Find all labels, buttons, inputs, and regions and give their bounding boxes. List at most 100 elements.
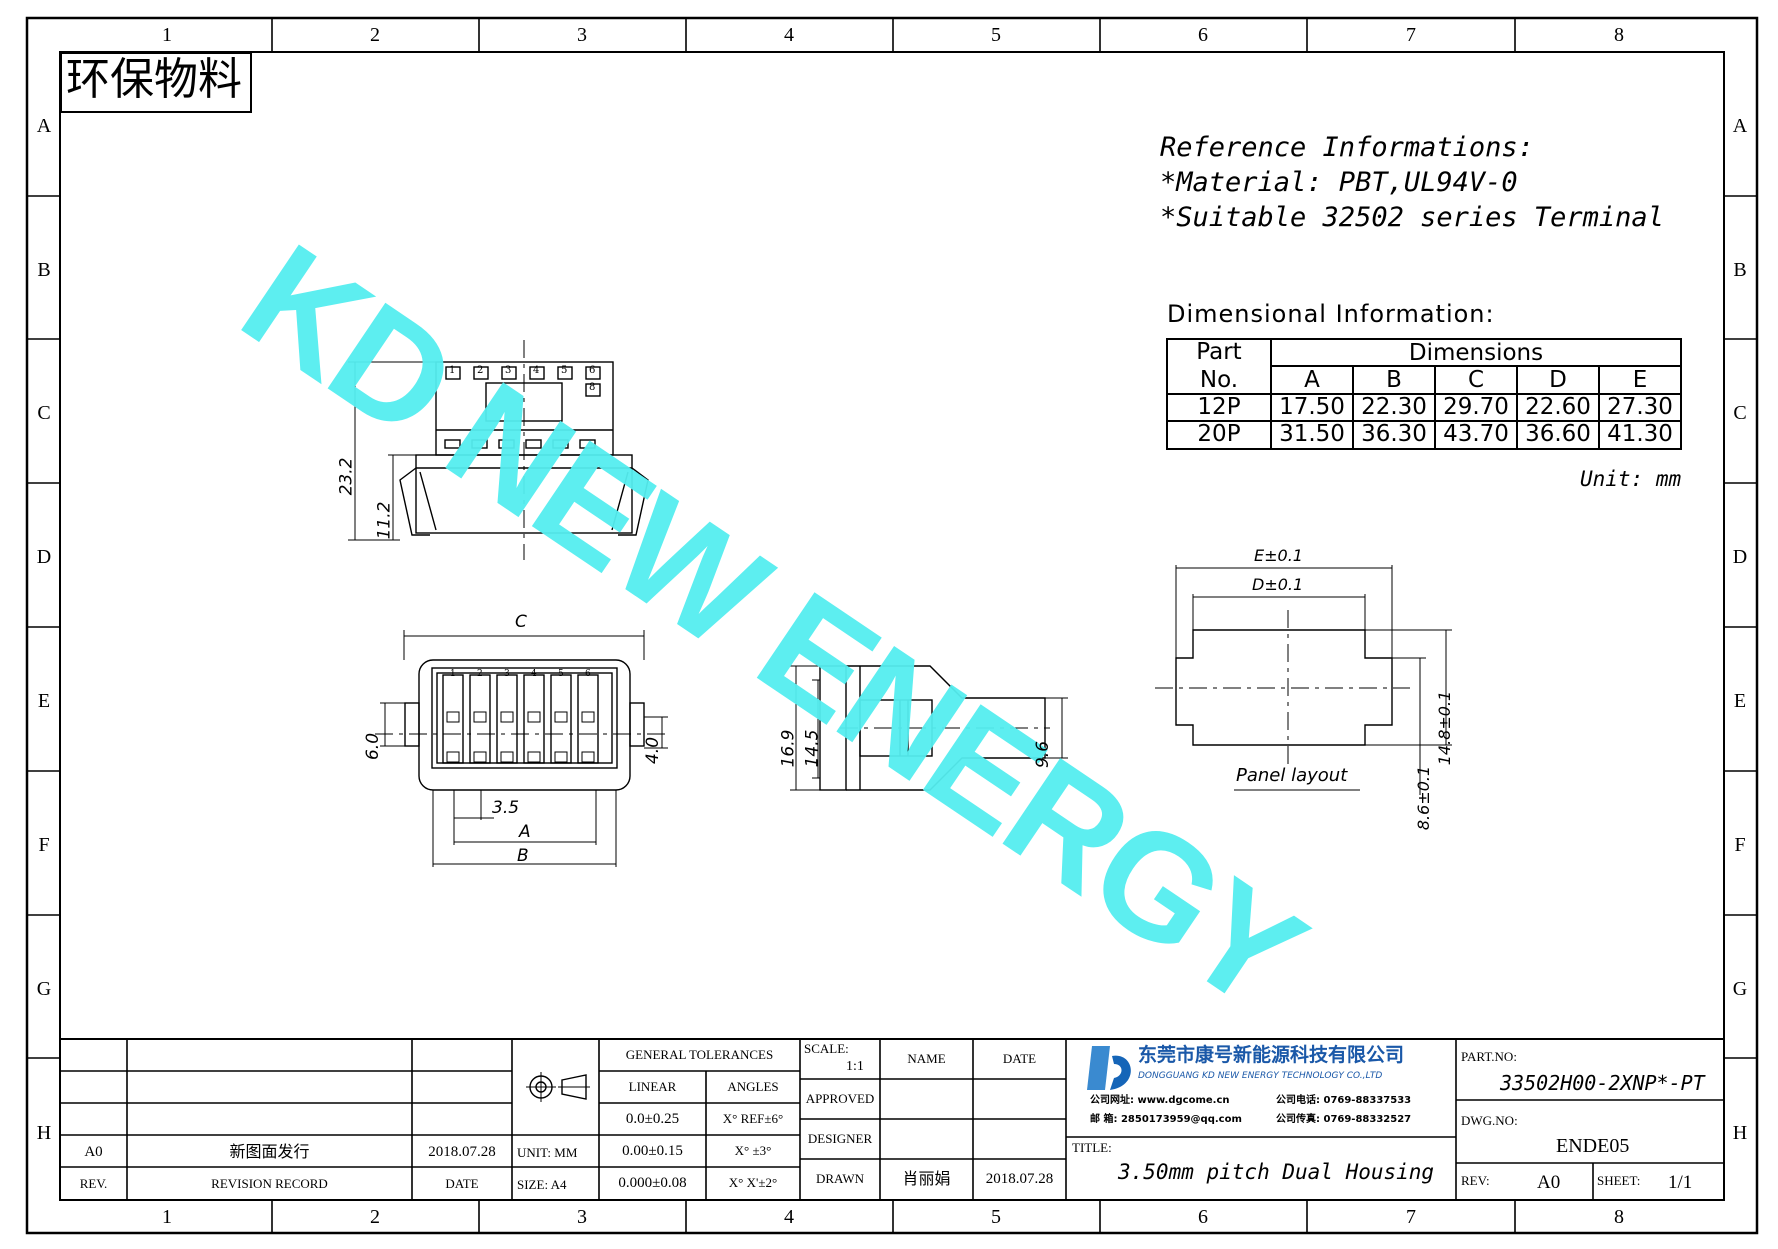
table-cell: 29.70: [1443, 394, 1509, 420]
pin-label: 2: [477, 365, 484, 376]
dim-pitch: 3.5: [492, 798, 520, 818]
dim-inner: 14.5: [802, 729, 823, 768]
zone-row-e: E: [37, 690, 51, 712]
rev-value: A0: [1537, 1172, 1561, 1193]
pin-label: 6: [585, 669, 591, 679]
dimensions-header: Dimensions: [1408, 340, 1544, 366]
drawn-date: 2018.07.28: [985, 1171, 1054, 1187]
column-a: A: [1304, 367, 1320, 393]
part-header: Part: [1196, 339, 1242, 365]
revision-record-header: REVISION RECORD: [211, 1176, 328, 1191]
rev-header: REV.: [79, 1176, 108, 1191]
pin-label: 2: [477, 669, 483, 679]
panel-caption: Panel layout: [1236, 765, 1348, 786]
table-cell: 22.30: [1361, 394, 1427, 420]
zone-row-a: A: [36, 115, 52, 137]
table-cell: 36.60: [1525, 421, 1591, 447]
title-label: TITLE:: [1072, 1140, 1112, 1155]
drawn-label: DRAWN: [815, 1171, 865, 1186]
tolerance-linear-1: 0.0±0.25: [625, 1111, 680, 1127]
company-phone: 公司电话: 0769-88337533: [1276, 1095, 1412, 1106]
zone-col-7: 7: [1406, 24, 1416, 46]
zone-col-8: 8: [1614, 1206, 1624, 1228]
dwg-no-label: DWG.NO:: [1461, 1113, 1518, 1128]
dim-d: D±0.1: [1252, 575, 1304, 594]
zone-col-5: 5: [991, 24, 1001, 46]
dim-outer: 16.9: [778, 729, 799, 768]
dim-h2: 8.6±0.1: [1414, 765, 1434, 831]
dim-e: E±0.1: [1254, 546, 1303, 565]
drawing-title: 3.50mm pitch Dual Housing: [1118, 1160, 1435, 1184]
pin-label: 6: [589, 365, 596, 376]
table-cell: 41.30: [1607, 421, 1673, 447]
zone-col-7: 7: [1406, 1206, 1416, 1228]
dimensional-title: Dimensional Information:: [1167, 300, 1495, 328]
scale-label: SCALE:: [804, 1041, 849, 1056]
table-cell: 36.30: [1361, 421, 1427, 447]
unit-field: UNIT: MM: [517, 1145, 578, 1160]
dim-left: 6.0: [363, 732, 384, 761]
revision-text: 新图面发行: [229, 1142, 310, 1161]
pin-label: 1: [450, 669, 456, 679]
dwg-no-value: ENDE05: [1556, 1135, 1630, 1157]
zone-row-h: H: [1732, 1122, 1748, 1144]
zone-row-d: D: [1732, 546, 1748, 568]
zone-row-c: C: [37, 402, 51, 424]
scale-value: 1:1: [846, 1059, 864, 1074]
dim-b: B: [517, 846, 529, 866]
pin-label: 5: [558, 669, 564, 679]
rev-label: REV:: [1461, 1173, 1490, 1188]
zone-row-g: G: [1732, 978, 1748, 1000]
unit-label: Unit: mm: [1580, 467, 1682, 491]
pin-label: 4: [531, 669, 537, 679]
table-cell: 27.30: [1607, 394, 1673, 420]
part-no-value: 33502H00-2XNP*-PT: [1500, 1071, 1705, 1095]
sheet-value: 1/1: [1668, 1172, 1693, 1193]
revision-date: 2018.07.28: [428, 1144, 496, 1160]
zone-row-g: G: [36, 978, 52, 1000]
dim-right: 4.0: [643, 736, 664, 765]
zone-row-d: D: [36, 546, 52, 568]
approved-label: APPROVED: [805, 1091, 875, 1106]
pin-label: 8: [589, 382, 596, 393]
company-email: 邮 箱: 2850173959@qq.com: [1090, 1114, 1242, 1125]
dim-c: C: [515, 612, 527, 632]
table-cell: 22.60: [1525, 394, 1591, 420]
zone-col-4: 4: [784, 1206, 794, 1228]
zone-col-1: 1: [162, 24, 172, 46]
company-logo: [1087, 1046, 1131, 1090]
size-field: SIZE: A4: [517, 1177, 567, 1192]
company-website: 公司网址: www.dgcome.cn: [1090, 1095, 1230, 1106]
dim-a: A: [519, 822, 531, 842]
tolerance-angle-3: X° X'±2°: [728, 1175, 778, 1190]
reference-title: Reference Informations:: [1160, 132, 1534, 163]
company-name-cn: 东莞市康号新能源科技有限公司: [1138, 1044, 1405, 1066]
zone-row-f: F: [1734, 834, 1746, 856]
company-name-en: DONGGUANG KD NEW ENERGY TECHNOLOGY CO.,L…: [1138, 1071, 1383, 1081]
reference-material: *Material: PBT,UL94V-0: [1160, 167, 1518, 198]
reference-terminal: *Suitable 32502 series Terminal: [1160, 202, 1664, 233]
row-part-12p: 12P: [1197, 394, 1241, 420]
part-no-label: PART.NO:: [1461, 1049, 1517, 1064]
zone-col-3: 3: [577, 24, 587, 46]
column-d: D: [1549, 367, 1567, 393]
date-header-2: DATE: [1002, 1051, 1037, 1066]
column-b: B: [1386, 367, 1402, 393]
drawn-name: 肖丽娟: [902, 1169, 951, 1188]
zone-col-5: 5: [991, 1206, 1001, 1228]
column-c: C: [1467, 367, 1485, 393]
zone-row-h: H: [36, 1122, 52, 1144]
zone-col-8: 8: [1614, 24, 1624, 46]
dim-height: 23.2: [336, 457, 357, 496]
name-header: NAME: [907, 1051, 946, 1066]
zone-col-2: 2: [370, 1206, 380, 1228]
zone-col-6: 6: [1198, 24, 1208, 46]
designer-label: DESIGNER: [807, 1131, 873, 1146]
table-cell: 31.50: [1279, 421, 1345, 447]
tolerance-angle-1: X° REF±6°: [722, 1111, 784, 1126]
zone-row-c: C: [1733, 402, 1747, 424]
date-header: DATE: [445, 1176, 479, 1191]
row-part-20p: 20P: [1197, 421, 1241, 447]
zone-row-b: B: [37, 259, 51, 281]
